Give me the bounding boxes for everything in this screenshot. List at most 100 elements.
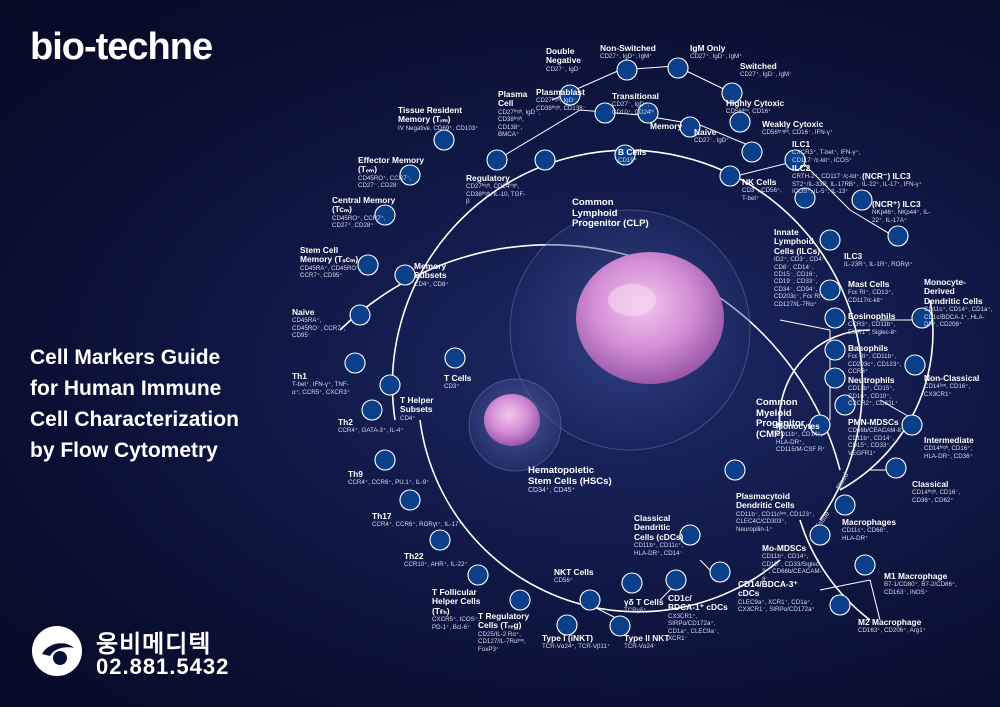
pmn-mdsc-icon (834, 394, 856, 416)
cell-markers: CD66b/CEACAM-8⁺, CD11b⁺, CD14⁻, CD15⁺, C… (848, 427, 906, 457)
m2-icon (829, 594, 851, 616)
cell-name: Lymphoid (774, 236, 814, 247)
basophils-icon (824, 339, 846, 361)
cell-name: Plasmacytoid (736, 491, 790, 501)
cell-markers: CD56ᵈⁱᵐ, CD16⁺ (726, 108, 772, 116)
cell-name: IgM Only (690, 43, 726, 53)
nkt-icon (579, 589, 601, 611)
cell-name: Non-Classical (924, 373, 980, 383)
cell-markers: CD45RO⁺, CCR7⁻, CD27⁻, CD28⁻ (358, 174, 412, 190)
cell-name: Subsets (414, 270, 447, 281)
cell-name: Progenitor (CLP) (572, 218, 649, 230)
cell-name: Plasmablast (536, 87, 585, 97)
cell-markers: CD27⁺, IgD⁻, IgM⁻ (740, 71, 793, 79)
intermediate-icon (901, 414, 923, 436)
cell-markers: CD45RA⁺, CD45RO⁻, CCR7⁺, CD95⁻ (292, 317, 346, 340)
cell-name: T Helper (400, 395, 434, 405)
cell-name: Subsets (400, 404, 433, 415)
plasma-cell-icon (486, 149, 508, 171)
cell-markers: CD45RO⁺, CCR7⁺, CD27⁺, CD28⁺ (332, 214, 386, 230)
cell-name: Th9 (348, 469, 363, 479)
eosinophils-icon (824, 307, 846, 329)
th17-icon (399, 489, 421, 511)
cell-name: T Regulatory (478, 611, 530, 621)
cell-name: Common (756, 397, 798, 408)
treg-icon (509, 589, 531, 611)
cell-name: Th17 (372, 511, 392, 521)
cell-name: Progenitor (756, 418, 805, 430)
cell-name: Intermediate (924, 435, 974, 445)
cell-markers: CD27⁺, IgD⁺, IgM⁺ (600, 53, 653, 61)
cell-name: ILC3 (844, 251, 863, 261)
cell-name: Negative (546, 55, 581, 66)
macrophages-icon (834, 494, 856, 516)
cell-name: Dendritic (634, 522, 671, 533)
plasmablast-icon (534, 149, 556, 171)
blood-label: Blood (836, 472, 851, 491)
cell-markers: Fcε RI⁺, CD13⁺, CD117/c-kit⁺ (848, 289, 894, 304)
inner-arc (391, 149, 864, 521)
cell-name: Effector Memory (Tₑₘ) (358, 155, 425, 175)
cell-name: M1 Macrophage (884, 571, 948, 581)
cell-name: ILC1 (792, 139, 811, 149)
cell-markers: CXCR3⁺, T-bet⁺, IFN-γ⁺, CD117⁻/c-kit⁺, I… (792, 149, 861, 164)
cell-markers: CD11c⁺, CD14⁺, CD1a⁺, CD1c/BDCA-1⁺, HLA-… (924, 306, 993, 329)
cell-name: γδ T Cells (624, 597, 664, 607)
cell-markers: CD45RA⁺, CD45RO⁻, CCR7⁺, CD95⁺ (300, 264, 362, 280)
cell-name: Th1 (292, 371, 307, 381)
cell-name: Eosinophils (848, 311, 896, 321)
myeloid-arc (778, 329, 871, 431)
cell-markers: CD34⁺, CD45⁺ (528, 487, 576, 495)
cell-name: Weakly Cytoxic (762, 119, 824, 129)
mast-cells-icon (819, 279, 841, 301)
ncr-neg-ilc3-icon (851, 189, 873, 211)
cell-markers: CD4⁺ (400, 414, 416, 422)
cell-name: Innate (774, 227, 799, 237)
cell-markers: IL-22⁺, IL-17⁺, IFN-γ⁺ (862, 181, 923, 189)
cell-name: Non-Switched (600, 43, 656, 53)
memory-subsets-icon (394, 264, 416, 286)
distributor-logo-icon (32, 626, 82, 676)
mo-mdsc-icon (809, 524, 831, 546)
th2-icon (361, 399, 383, 421)
pdc-icon (724, 459, 746, 481)
cell-name: Helper Cells (Tғₕ) (432, 596, 481, 616)
distributor-name: 웅비메디텍 (96, 631, 212, 658)
cell-name: M2 Macrophage (858, 617, 922, 627)
cell-markers: CD11b⁺, CD14⁺, CD15⁻, CD33/Siglec-3⁺, CD… (762, 553, 822, 583)
cell-label: Type I (iNKT)TCR-Vα24⁺, TCR-Vβ11⁺ (542, 633, 610, 651)
memory-b-icon (637, 102, 659, 124)
effector-memory-icon (399, 164, 421, 186)
cell-name: PMN-MDSCs (848, 417, 899, 427)
cell-markers: Fcε RI⁺, CD11b⁺, CD203c⁺, CD123⁺, CCR3⁺ (848, 353, 902, 376)
classical-mono-icon (885, 457, 907, 479)
th1-icon (344, 352, 366, 374)
bio-techne-logo: bio-techne (30, 26, 213, 68)
cell-name: Naive (292, 307, 315, 317)
blood-arc (839, 299, 934, 491)
guide-title-line: for Human Immune (30, 377, 222, 400)
